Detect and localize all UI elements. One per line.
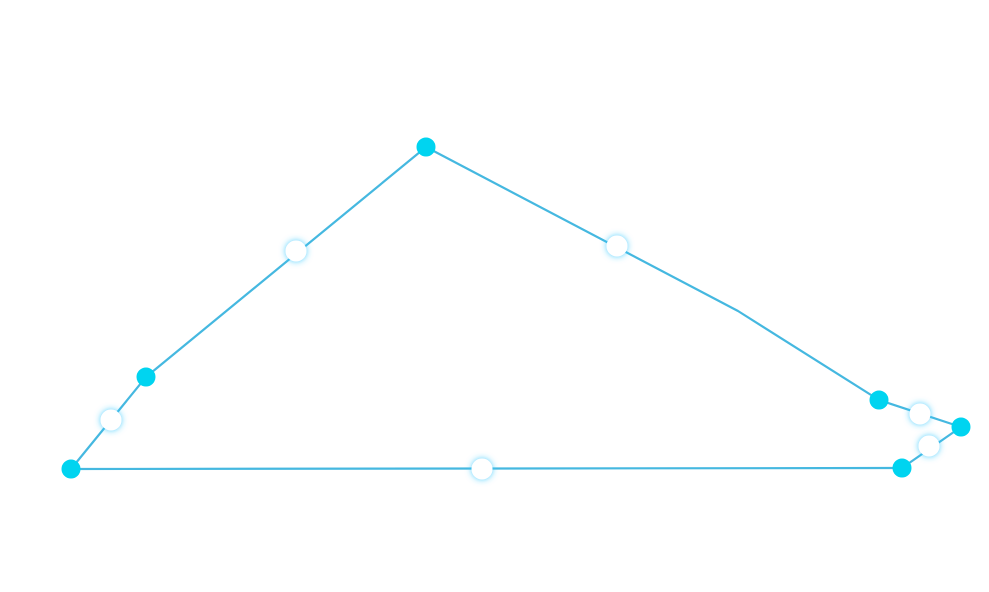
midpoint-handle[interactable]	[918, 435, 940, 457]
midpoint-handles	[100, 235, 940, 480]
midpoint-handle[interactable]	[100, 409, 122, 431]
vertex-handle[interactable]	[136, 367, 156, 387]
vertex-handle[interactable]	[416, 137, 436, 157]
vertex-handles	[61, 137, 971, 479]
polygon-outline[interactable]	[69, 145, 963, 471]
midpoint-handle[interactable]	[606, 235, 628, 257]
midpoint-handle[interactable]	[471, 458, 493, 480]
vertex-handle[interactable]	[951, 417, 971, 437]
midpoint-handle[interactable]	[909, 403, 931, 425]
vertex-handle[interactable]	[892, 458, 912, 478]
vertex-handle[interactable]	[869, 390, 889, 410]
midpoint-handle[interactable]	[285, 240, 307, 262]
vertex-handle[interactable]	[61, 459, 81, 479]
